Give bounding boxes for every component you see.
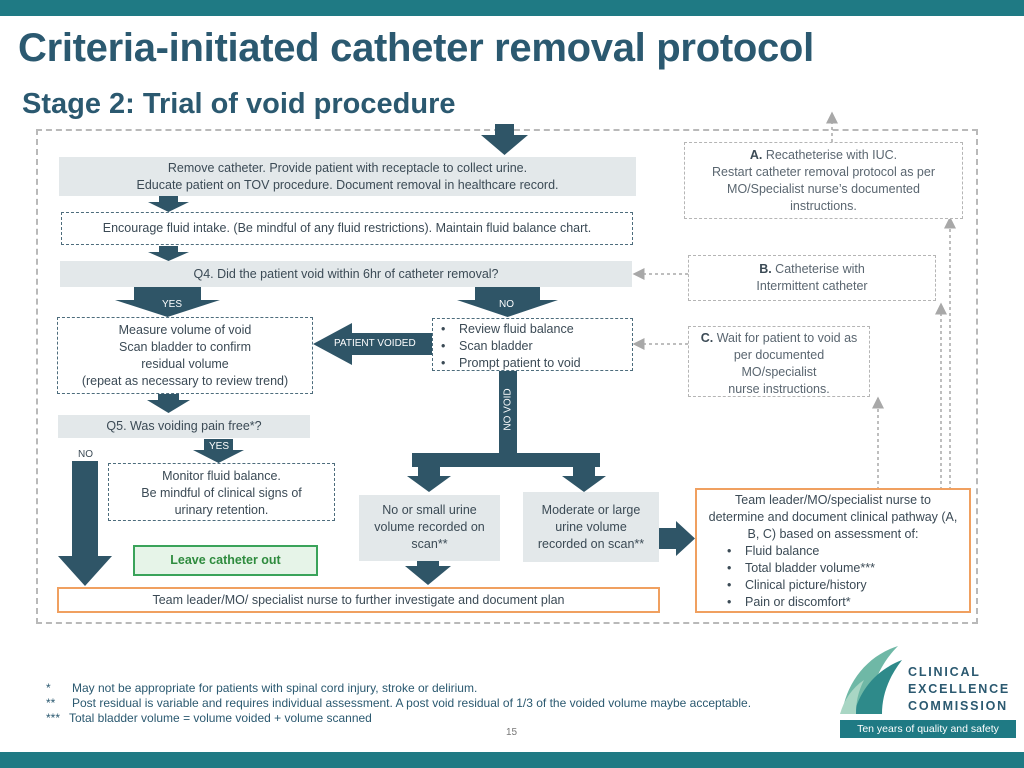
team-line-2: determine and document clinical pathway … bbox=[708, 510, 958, 524]
small-line-2: volume recorded on bbox=[374, 520, 485, 534]
page-title: Criteria-initiated catheter removal prot… bbox=[18, 26, 814, 70]
leave-catheter-out-box: Leave catheter out bbox=[133, 545, 318, 576]
team-bullet: Total bladder volume*** bbox=[727, 560, 969, 577]
investigate-box: Team leader/MO/ specialist nurse to furt… bbox=[57, 587, 660, 613]
no-branch-box: Review fluid balance Scan bladder Prompt… bbox=[432, 318, 633, 372]
moderate-line-3: recorded on scan** bbox=[537, 537, 645, 551]
arrow-q5-yes bbox=[193, 439, 244, 463]
team-bullet: Clinical picture/history bbox=[727, 577, 969, 594]
team-bullet: Fluid balance bbox=[727, 543, 969, 560]
logo-line: COMMISSION bbox=[908, 699, 1008, 713]
moderate-urine-box: Moderate or large urine volume recorded … bbox=[523, 492, 659, 562]
cec-logo-text: CLINICAL EXCELLENCE COMMISSION bbox=[908, 664, 1010, 715]
option-a-line-4: instructions. bbox=[790, 199, 857, 213]
logo-line: CLINICAL bbox=[908, 665, 981, 679]
arrow-to-small bbox=[407, 467, 451, 492]
team-bullet: Pain or discomfort* bbox=[727, 594, 969, 611]
page-number: 15 bbox=[506, 727, 518, 738]
small-line-1: No or small urine bbox=[382, 503, 477, 517]
option-b-line-1: Catheterise with bbox=[775, 262, 865, 276]
no-branch-item: Review fluid balance bbox=[441, 321, 632, 338]
fluid-intake-box: Encourage fluid intake. (Be mindful of a… bbox=[61, 212, 633, 245]
option-a-line-2: Restart catheter removal protocol as per bbox=[711, 165, 936, 179]
monitor-line-1: Monitor fluid balance. bbox=[162, 469, 281, 483]
option-c-letter: C. bbox=[700, 331, 714, 345]
arrow-fluid-to-q4 bbox=[148, 246, 189, 261]
remove-catheter-box: Remove catheter. Provide patient with re… bbox=[59, 157, 636, 196]
arrow-yes bbox=[115, 287, 220, 317]
option-b-line-2: Intermittent catheter bbox=[756, 279, 868, 293]
footnote-3: *** Total bladder volume = volume voided … bbox=[46, 711, 372, 725]
small-line-3: scan** bbox=[411, 537, 448, 551]
option-a-line-3: MO/Specialist nurse’s documented bbox=[727, 182, 920, 196]
measure-line-2: Scan bladder to confirm bbox=[118, 340, 251, 354]
split-bar bbox=[412, 453, 600, 467]
option-a-letter: A. bbox=[749, 148, 763, 162]
q5-no-label: NO bbox=[78, 449, 93, 460]
measure-line-1: Measure volume of void bbox=[118, 323, 252, 337]
arrow-small-to-investigate bbox=[405, 561, 451, 585]
moderate-line-1: Moderate or large bbox=[541, 503, 641, 517]
no-void-stem bbox=[499, 371, 517, 453]
moderate-line-2: urine volume bbox=[555, 520, 627, 534]
no-branch-item: Prompt patient to void bbox=[441, 355, 632, 372]
option-a-box: A. Recatheterise with IUC. Restart cathe… bbox=[684, 142, 963, 219]
logo-tagline: Ten years of quality and safety bbox=[840, 720, 1016, 738]
footnote-2: ** Post residual is variable and requires… bbox=[46, 696, 751, 710]
footnote-1: * May not be appropriate for patients wit… bbox=[46, 681, 477, 695]
measure-line-3: residual volume bbox=[141, 357, 229, 371]
page-subtitle: Stage 2: Trial of void procedure bbox=[22, 88, 456, 120]
monitor-line-2: Be mindful of clinical signs of bbox=[141, 486, 302, 500]
remove-line-1: Remove catheter. Provide patient with re… bbox=[167, 161, 528, 175]
q4-box: Q4. Did the patient void within 6hr of c… bbox=[60, 261, 632, 287]
monitor-line-3: urinary retention. bbox=[174, 503, 269, 517]
team-line-1: Team leader/MO/specialist nurse to bbox=[735, 493, 931, 507]
arrow-patient-voided bbox=[313, 323, 432, 365]
arrow-no bbox=[457, 287, 558, 317]
option-c-line-3: MO/specialist bbox=[741, 365, 817, 379]
footnote-text: Post residual is variable and requires i… bbox=[72, 696, 752, 710]
cec-logo-icon bbox=[840, 646, 902, 714]
top-bar bbox=[0, 0, 1024, 16]
entry-arrow bbox=[481, 124, 528, 155]
q5-yes-label: YES bbox=[209, 441, 230, 452]
team-line-3: B, C) based on assessment of: bbox=[747, 527, 919, 541]
arrow-remove-to-fluid bbox=[148, 196, 189, 212]
option-a-line-1: Recatheterise with IUC. bbox=[765, 148, 898, 162]
footnote-mark: *** bbox=[46, 711, 61, 725]
footnote-mark: ** bbox=[46, 696, 56, 710]
q5-box: Q5. Was voiding pain free*? bbox=[58, 415, 310, 438]
option-c-line-4: nurse instructions. bbox=[728, 382, 830, 396]
team-leader-box: Team leader/MO/specialist nurse to deter… bbox=[695, 488, 971, 613]
option-c-line-1: Wait for patient to void as bbox=[716, 331, 858, 345]
yes-label: YES bbox=[162, 299, 183, 310]
option-b-letter: B. bbox=[759, 262, 772, 276]
logo-line: EXCELLENCE bbox=[908, 682, 1011, 696]
patient-voided-label: PATIENT VOIDED bbox=[334, 338, 416, 349]
arrow-measure-to-q5 bbox=[147, 394, 190, 413]
bottom-bar bbox=[0, 752, 1024, 768]
remove-line-2: Educate patient on TOV procedure. Docume… bbox=[136, 178, 559, 192]
monitor-box: Monitor fluid balance. Be mindful of cli… bbox=[108, 463, 335, 521]
option-c-box: C. Wait for patient to void as per docum… bbox=[688, 326, 870, 397]
arrow-q5-no bbox=[58, 461, 112, 586]
option-b-box: B. Catheterise with Intermittent cathete… bbox=[688, 255, 936, 301]
footnote-text: Total bladder volume = volume voided + v… bbox=[69, 711, 372, 725]
no-label: NO bbox=[499, 299, 514, 310]
top-divider bbox=[0, 16, 1024, 18]
small-urine-box: No or small urine volume recorded on sca… bbox=[359, 495, 500, 561]
no-void-label: NO VOID bbox=[502, 388, 514, 431]
arrow-moderate-to-team bbox=[659, 521, 695, 556]
option-c-line-2: per documented bbox=[733, 348, 825, 362]
no-branch-item: Scan bladder bbox=[441, 338, 632, 355]
footnote-mark: * bbox=[46, 681, 51, 695]
arrow-to-moderate bbox=[562, 467, 606, 492]
measure-line-4: (repeat as necessary to review trend) bbox=[81, 374, 289, 388]
measure-volume-box: Measure volume of void Scan bladder to c… bbox=[57, 317, 313, 394]
footnote-text: May not be appropriate for patients with… bbox=[72, 681, 478, 695]
